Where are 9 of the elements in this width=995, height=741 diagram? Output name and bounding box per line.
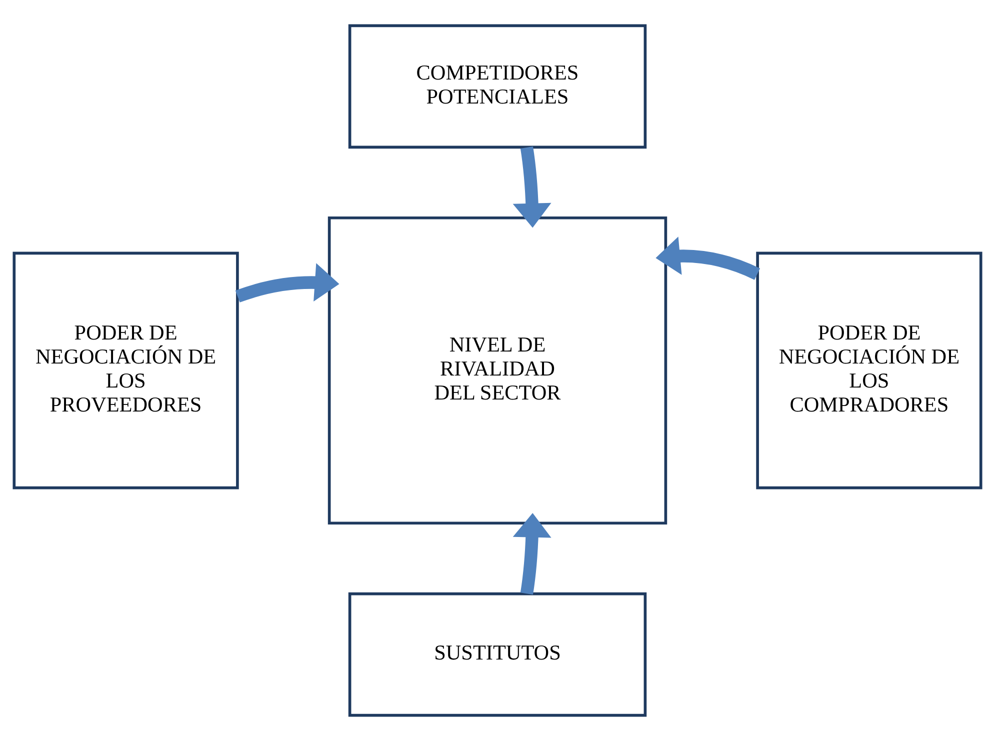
node-box: PODER DE NEGOCIACIÓN DE LOS COMPRADORES: [756, 252, 982, 490]
arrow: [235, 263, 340, 302]
arrow: [512, 512, 552, 595]
arrow: [512, 146, 552, 228]
node-box: PODER DE NEGOCIACIÓN DE LOS PROVEEDORES: [12, 252, 239, 490]
node-box: SUSTITUTOS: [348, 592, 647, 717]
node-box: COMPETIDORES POTENCIALES: [348, 24, 647, 149]
arrow: [656, 236, 760, 280]
node-box: NIVEL DE RIVALIDAD DEL SECTOR: [328, 216, 668, 525]
